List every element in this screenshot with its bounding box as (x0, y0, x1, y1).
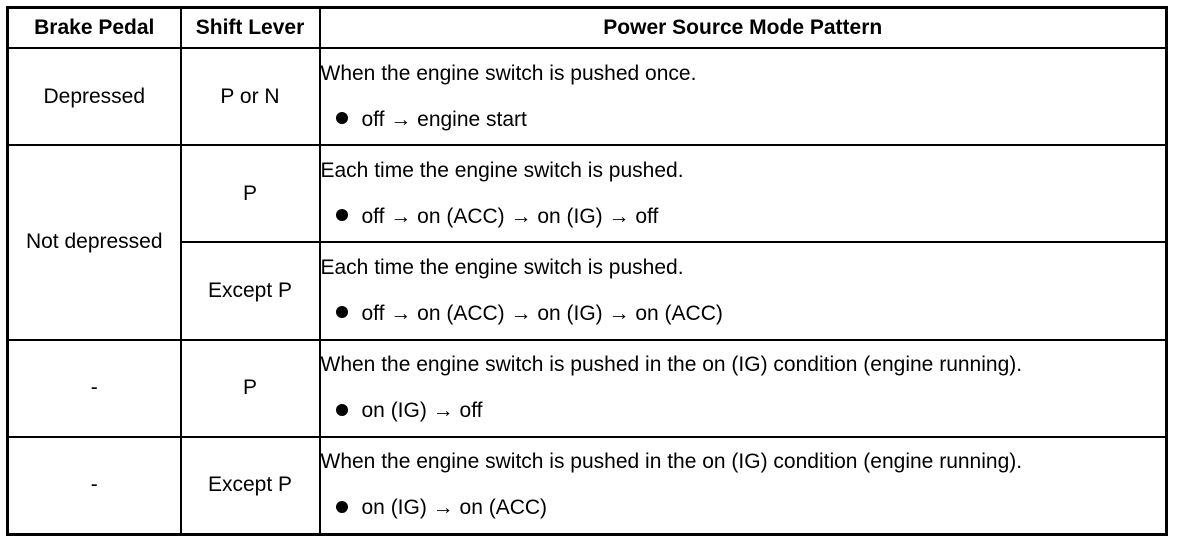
pattern-sequence: off → on (ACC) → on (IG) → off (321, 203, 1166, 231)
brake-pedal-cell: - (6, 338, 182, 438)
pattern-description: When the engine switch is pushed in the … (320, 450, 1023, 474)
bullet-icon (335, 112, 348, 125)
pattern-description: When the engine switch is pushed once. (320, 61, 697, 85)
brake-pedal-cell: Not depressed (6, 144, 182, 341)
shift-lever-cell: Except P (179, 241, 321, 341)
pattern-cell: Each time the engine switch is pushed. o… (318, 144, 1168, 244)
sequence-text: off → on (ACC) → on (IG) → off (361, 204, 659, 228)
power-source-mode-table: Brake Pedal Shift Lever Power Source Mod… (6, 6, 1168, 536)
pattern-description: When the engine switch is pushed in the … (320, 353, 1023, 377)
pattern-description: Each time the engine switch is pushed. (320, 255, 684, 279)
sequence-text: on (IG) → off (361, 399, 483, 423)
shift-lever-cell: P (179, 338, 321, 438)
table-row: Except P Each time the engine switch is … (8, 241, 1168, 341)
table-row: Not depressed P Each time the engine swi… (6, 144, 1168, 341)
bullet-icon (335, 306, 348, 319)
pattern-sequence: off → engine start (321, 106, 1166, 134)
header-power-source-mode-pattern: Power Source Mode Pattern (318, 6, 1168, 49)
bullet-icon (335, 209, 348, 222)
header-brake-pedal: Brake Pedal (6, 6, 182, 49)
pattern-sequence: off → on (ACC) → on (IG) → on (ACC) (321, 300, 1166, 328)
pattern-cell: Each time the engine switch is pushed. o… (318, 241, 1168, 341)
table-row: - P When the engine switch is pushed in … (6, 338, 1168, 438)
table-header-row: Brake Pedal Shift Lever Power Source Mod… (6, 6, 1168, 49)
pattern-sequence: on (IG) → off (321, 397, 1166, 425)
pattern-description: Each time the engine switch is pushed. (320, 158, 684, 182)
brake-pedal-cell: - (6, 435, 182, 536)
shift-lever-cell: Except P (179, 435, 321, 536)
bullet-icon (335, 500, 348, 513)
brake-pedal-cell: Depressed (6, 46, 182, 147)
sequence-text: off → engine start (361, 107, 527, 131)
sequence-text: on (IG) → on (ACC) (361, 496, 548, 520)
table-row: - Except P When the engine switch is pus… (6, 435, 1168, 536)
shift-lever-cell: P or N (179, 46, 321, 147)
shift-lever-cell: P (179, 144, 321, 244)
pattern-cell: When the engine switch is pushed in the … (318, 338, 1168, 438)
table-row: Depressed P or N When the engine switch … (6, 46, 1168, 147)
bullet-icon (335, 403, 348, 416)
pattern-cell: When the engine switch is pushed in the … (318, 435, 1168, 536)
header-shift-lever: Shift Lever (179, 6, 321, 49)
sequence-text: off → on (ACC) → on (IG) → on (ACC) (361, 301, 723, 325)
pattern-sequence: on (IG) → on (ACC) (321, 494, 1166, 522)
pattern-cell: When the engine switch is pushed once. o… (318, 46, 1168, 147)
